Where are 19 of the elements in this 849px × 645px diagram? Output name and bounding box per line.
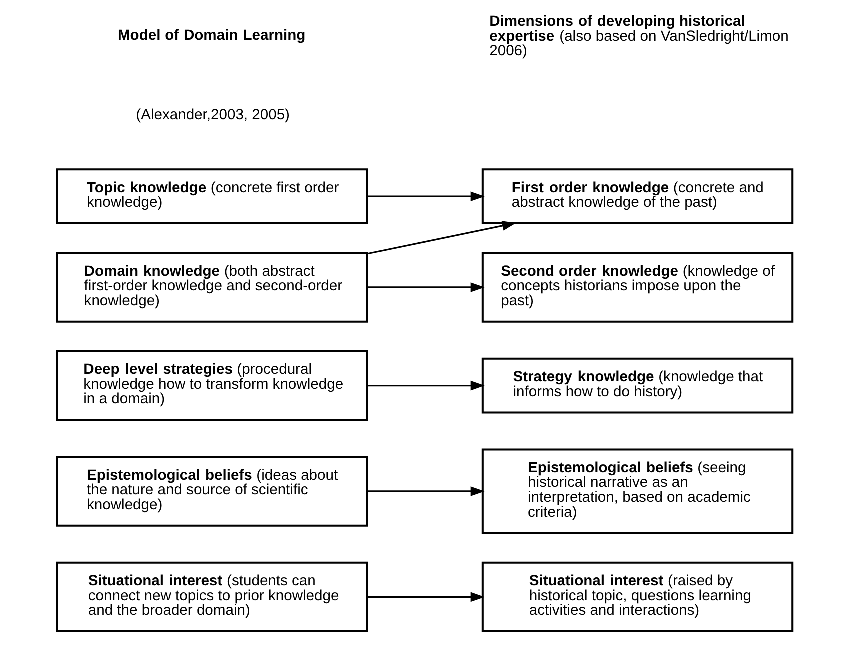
arrow (366, 192, 484, 202)
label: Model of Domain Learning (117, 28, 306, 44)
node-box: Strategy knowledge (knowledge that informs how to do history) (481, 358, 794, 414)
node-box: First order knowledge (concrete and abstract knowledge of the past) (481, 168, 794, 225)
arrow (366, 221, 516, 255)
node-box: Situational interest (students can connect new topics to prior knowledge and the broader domain) (56, 562, 368, 633)
arrow (366, 486, 484, 496)
arrow (366, 380, 484, 391)
node-box: Deep level strategies (procedural knowledge how to transform knowledge in a domain) (56, 350, 368, 422)
node-box: Topic knowledge (concrete first order knowledge) (56, 168, 368, 225)
label: (Alexander,2003, 2005) (136, 108, 290, 124)
node-box: Epistemological beliefs (seeing historical narrative as an interpretation, based on academic criteria) (481, 448, 794, 534)
node-box: Epistemological beliefs (ideas about the nature and source of scientific knowledge) (56, 456, 368, 527)
label: Dimensions of developing historical expertise (also based on VanSledright/Limon 2006) (489, 14, 788, 60)
node-box: Situational interest (raised by historical topic, questions learning activities and interactions) (481, 562, 794, 633)
node-box: Second order knowledge (knowledge of concepts historians impose upon the past) (481, 252, 794, 323)
node-box: Domain knowledge (both abstract first-order knowledge and second-order knowledge) (56, 252, 368, 323)
arrow (366, 282, 484, 292)
arrow (366, 592, 484, 602)
